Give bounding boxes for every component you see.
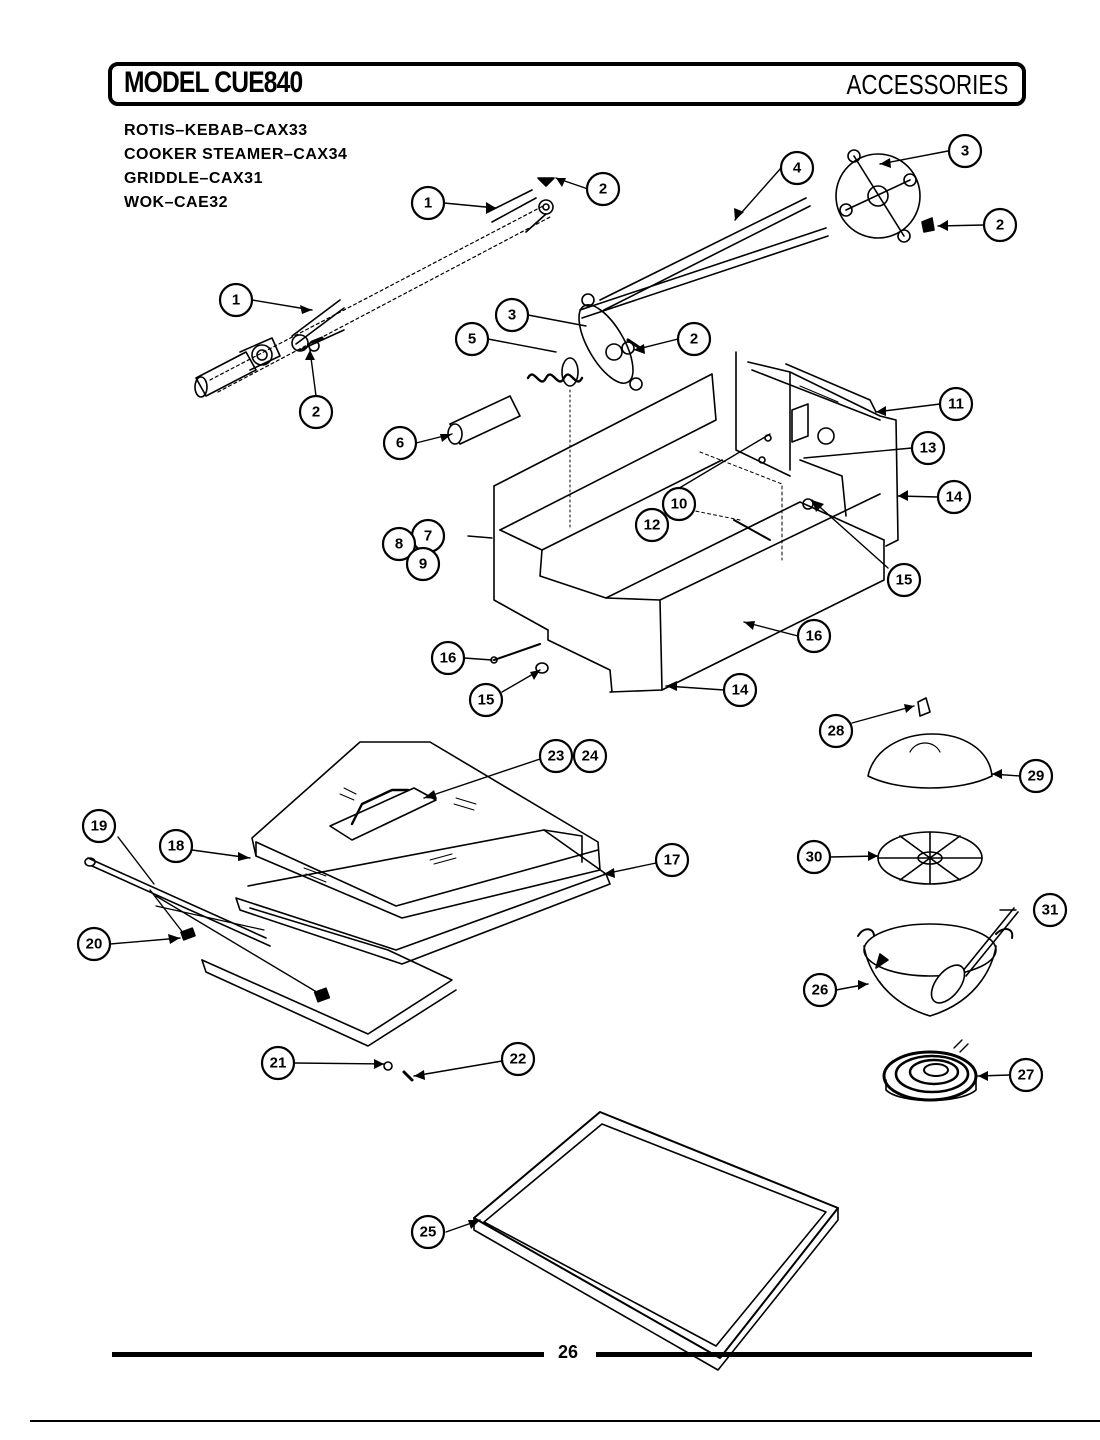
page-number: 26 [558, 1342, 579, 1362]
svg-text:28: 28 [828, 723, 845, 740]
svg-text:15: 15 [896, 572, 913, 589]
accessory-griddle: GRIDDLE–CAX31 [124, 170, 263, 187]
svg-text:14: 14 [946, 489, 963, 506]
cradle-housing [490, 351, 899, 693]
svg-text:3: 3 [508, 307, 516, 324]
callout-11: 11 [938, 386, 974, 422]
drip-tray [473, 1111, 839, 1371]
callout-16a: 16 [796, 618, 832, 654]
svg-text:1: 1 [232, 292, 240, 309]
svg-text:5: 5 [468, 331, 476, 348]
svg-text:7: 7 [424, 528, 432, 545]
callout-22: 22 [500, 1041, 536, 1077]
callout-3b: 3 [494, 297, 530, 333]
callout-14a: 14 [936, 479, 972, 515]
callout-27: 27 [1008, 1057, 1044, 1093]
scan-edge-line [30, 1420, 1100, 1422]
callout-20: 20 [76, 926, 112, 962]
svg-text:10: 10 [671, 496, 688, 513]
svg-text:2: 2 [690, 331, 698, 348]
svg-text:18: 18 [168, 838, 185, 855]
callout-2c: 2 [298, 394, 334, 430]
svg-text:12: 12 [644, 517, 661, 534]
callout-28: 28 [818, 713, 854, 749]
svg-text:22: 22 [510, 1051, 527, 1068]
callout-1a: 1 [410, 185, 446, 221]
svg-text:6: 6 [396, 435, 404, 452]
svg-text:2: 2 [599, 181, 607, 198]
callout-6: 6 [382, 425, 418, 461]
arrowheads [168, 158, 1002, 1229]
footer-rule-right [596, 1352, 1032, 1357]
callout-19: 19 [81, 808, 117, 844]
svg-text:8: 8 [395, 536, 403, 553]
svg-text:29: 29 [1028, 768, 1045, 785]
svg-text:26: 26 [812, 982, 829, 999]
accessory-cooker-steamer: COOKER STEAMER–CAX34 [124, 146, 348, 163]
svg-text:27: 27 [1018, 1067, 1035, 1084]
callout-8: 8 [381, 526, 417, 562]
callout-14b: 14 [722, 672, 758, 708]
svg-text:14: 14 [732, 682, 749, 699]
callout-10: 10 [661, 486, 697, 522]
callout-16b: 16 [430, 640, 466, 676]
accessory-rotis-kebab: ROTIS–KEBAB–CAX33 [124, 122, 308, 139]
svg-text:16: 16 [440, 650, 457, 667]
callout-31: 31 [1032, 892, 1068, 928]
svg-text:30: 30 [806, 849, 823, 866]
callout-21: 21 [260, 1045, 296, 1081]
callout-2d: 2 [676, 321, 712, 357]
callout-13: 13 [910, 430, 946, 466]
callout-2b: 2 [982, 207, 1018, 243]
svg-text:21: 21 [270, 1055, 287, 1072]
svg-text:15: 15 [478, 692, 495, 709]
callout-15a: 15 [886, 562, 922, 598]
callout-23: 23 [538, 738, 574, 774]
svg-text:23: 23 [548, 748, 565, 765]
svg-text:19: 19 [91, 818, 108, 835]
svg-text:31: 31 [1042, 902, 1059, 919]
svg-text:17: 17 [664, 852, 681, 869]
svg-text:4: 4 [793, 160, 802, 177]
section-title: ACCESSORIES [846, 69, 1008, 100]
callout-24: 24 [572, 738, 608, 774]
header-frame [108, 62, 1026, 106]
callout-3a: 3 [947, 133, 983, 169]
callout-26: 26 [802, 972, 838, 1008]
svg-text:13: 13 [920, 440, 937, 457]
accessory-wok: WOK–CAE32 [124, 194, 229, 211]
model-title: MODEL CUE840 [124, 66, 303, 99]
callout-30: 30 [796, 839, 832, 875]
callout-5: 5 [454, 321, 490, 357]
callout-18: 18 [158, 828, 194, 864]
svg-text:25: 25 [420, 1224, 437, 1241]
svg-text:20: 20 [86, 936, 103, 953]
griddle-assembly [84, 741, 611, 1082]
callout-29: 29 [1018, 758, 1054, 794]
svg-text:3: 3 [961, 143, 969, 160]
svg-text:11: 11 [948, 396, 964, 413]
wok-set [857, 697, 1019, 1102]
callout-4: 4 [779, 150, 815, 186]
callout-25: 25 [410, 1214, 446, 1250]
svg-text:1: 1 [424, 195, 432, 212]
svg-text:2: 2 [312, 404, 320, 421]
callout-17: 17 [654, 842, 690, 878]
svg-text:9: 9 [419, 556, 427, 573]
rotisserie-assembly [194, 149, 935, 445]
callout-2a: 2 [585, 171, 621, 207]
footer-rule-left [112, 1352, 544, 1357]
svg-text:16: 16 [806, 628, 823, 645]
callout-9: 9 [405, 546, 441, 582]
callout-7: 7 [410, 518, 446, 554]
callouts: 1 2 4 3 2 1 2 3 5 2 6 7 8 9 10 12 11 13 … [76, 133, 1068, 1250]
callout-12: 12 [634, 507, 670, 543]
svg-text:24: 24 [582, 748, 599, 765]
callout-1b: 1 [218, 282, 254, 318]
svg-text:2: 2 [996, 217, 1004, 234]
callout-15b: 15 [468, 682, 504, 718]
